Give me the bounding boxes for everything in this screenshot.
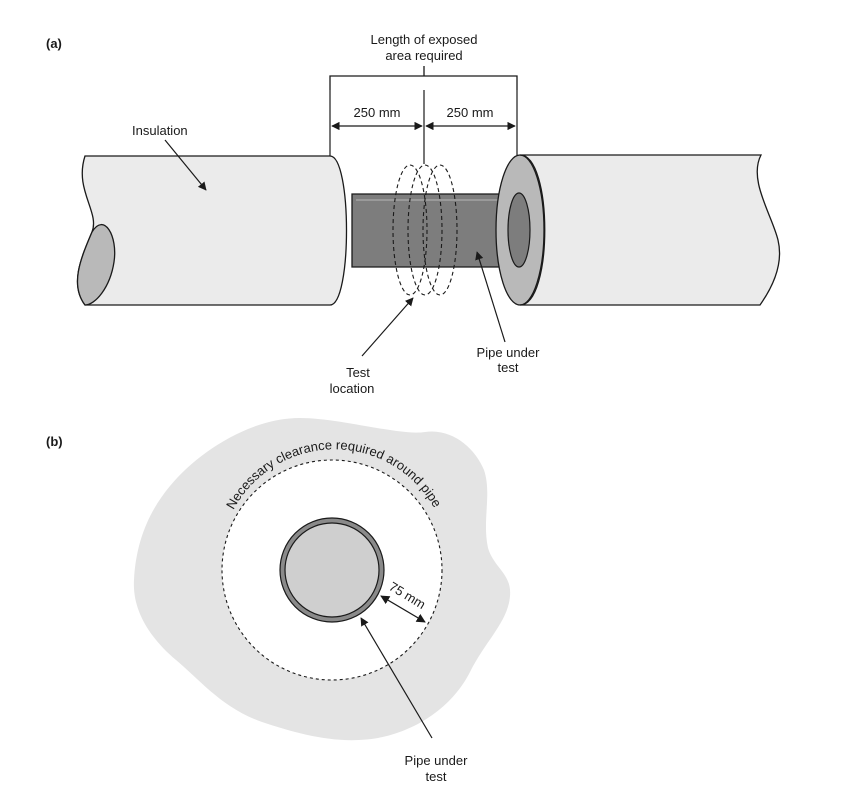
pipe-label-leader-a <box>475 251 506 343</box>
test-location-label-line2: location <box>330 381 375 396</box>
insulation-leader <box>164 139 207 191</box>
test-location-leader <box>361 297 414 357</box>
pipe-label-b-line1: Pipe under <box>405 753 469 768</box>
exposed-length-label-line2: area required <box>385 48 462 63</box>
test-location-rings <box>392 164 458 296</box>
right-pipe-end <box>507 192 531 268</box>
test-location-label-line1: Test <box>346 365 370 380</box>
left-insulation <box>76 155 348 306</box>
pipe-label-leader-b <box>360 617 433 739</box>
dim-label-left: 250 mm <box>354 105 401 120</box>
pipe-label-a-line2: test <box>498 360 519 375</box>
clearance-dim-arrow <box>380 595 426 623</box>
dim-label-right: 250 mm <box>447 105 494 120</box>
panel-a-label: (a) <box>46 36 62 51</box>
left-insulation-cut-face <box>76 224 116 306</box>
pipe-cross-section <box>284 522 380 618</box>
pipe-label-a-line1: Pipe under <box>477 345 541 360</box>
right-insulation <box>519 154 781 306</box>
insulation-label: Insulation <box>132 123 188 138</box>
pipe-label-b-line2: test <box>426 769 447 784</box>
exposed-length-label-line1: Length of exposed <box>371 32 478 47</box>
panel-b-label: (b) <box>46 434 63 449</box>
exposed-length-bracket <box>329 66 518 90</box>
